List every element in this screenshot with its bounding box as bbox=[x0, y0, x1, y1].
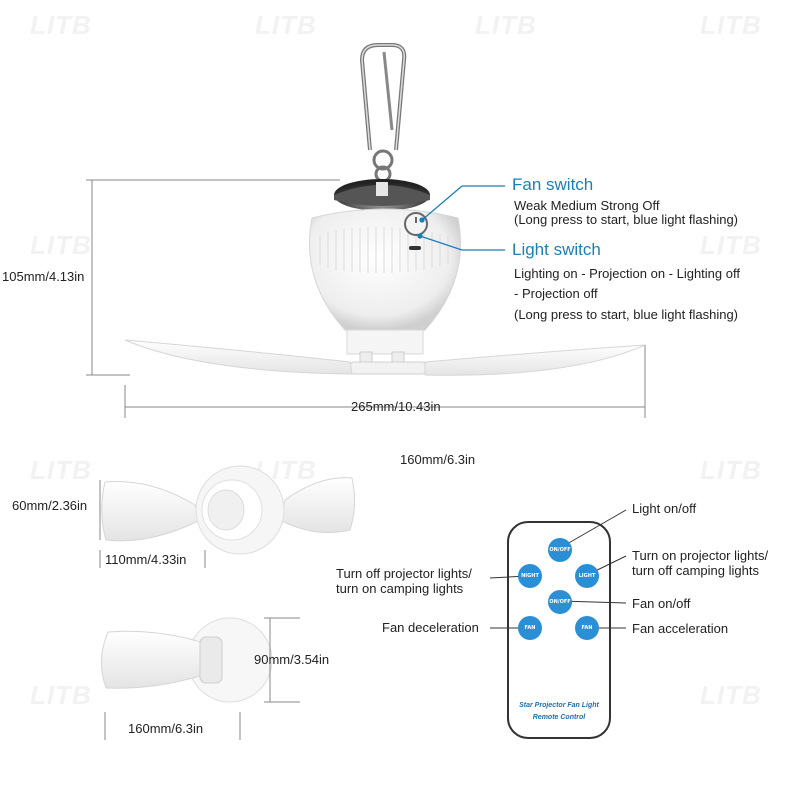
watermark: LITB bbox=[30, 230, 92, 260]
fan-top-view bbox=[101, 465, 356, 555]
fan-switch-title: Fan switch bbox=[512, 175, 594, 194]
callout-lines bbox=[417, 185, 505, 251]
label-projector-on-1: Turn on projector lights/ bbox=[632, 548, 769, 563]
remote-light-button[interactable]: LIGHT bbox=[575, 564, 599, 588]
side-height-label: 90mm/3.54in bbox=[254, 652, 330, 667]
remote-fan-up-button[interactable]: FAN bbox=[575, 616, 599, 640]
watermark: LITB bbox=[30, 10, 92, 40]
side-view-dimension-lines bbox=[104, 617, 300, 740]
blade-height-label: 60mm/2.36in bbox=[12, 498, 88, 513]
light-switch-title: Light switch bbox=[512, 240, 601, 259]
label-fan-onoff: Fan on/off bbox=[632, 596, 691, 611]
fan-side-view bbox=[101, 617, 273, 703]
remote-fan-down-button[interactable]: FAN bbox=[518, 616, 542, 640]
height-dimension-label: 105mm/4.13in bbox=[2, 269, 85, 284]
watermark: LITB bbox=[30, 680, 92, 710]
watermark: LITB bbox=[700, 10, 762, 40]
label-light-onoff: Light on/off bbox=[632, 501, 697, 516]
light-switch-line2: - Projection off bbox=[514, 286, 598, 301]
blade-length-label: 110mm/4.33in bbox=[105, 552, 187, 567]
watermark: LITB bbox=[700, 680, 762, 710]
projector-dome bbox=[334, 179, 430, 211]
remote-light-onoff-button[interactable]: ON/OFF bbox=[548, 538, 572, 562]
remote-brand-line1: Star Projector Fan Light bbox=[519, 702, 599, 709]
dimension-lines bbox=[86, 179, 646, 418]
side-width-label: 160mm/6.3in bbox=[128, 721, 204, 736]
watermark: LITB bbox=[255, 10, 317, 40]
span-dimension-label: 265mm/10.43in bbox=[351, 399, 441, 414]
label-projector-on-2: turn off camping lights bbox=[632, 563, 759, 578]
fan-blades bbox=[124, 339, 646, 376]
watermark: LITB bbox=[700, 455, 762, 485]
watermark: LITB bbox=[475, 10, 537, 40]
light-switch-line3: (Long press to start, blue light flashin… bbox=[514, 307, 739, 322]
carabiner-hook bbox=[359, 43, 407, 183]
watermark: LITB bbox=[700, 230, 762, 260]
label-fan-acceleration: Fan acceleration bbox=[632, 621, 729, 636]
remote-brand-line2: Remote Control bbox=[532, 714, 586, 721]
top-view-width-label: 160mm/6.3in bbox=[400, 452, 476, 467]
label-projector-off-2: turn on camping lights bbox=[336, 581, 464, 596]
label-projector-off-1: Turn off projector lights/ bbox=[336, 566, 472, 581]
remote-fan-onoff-button[interactable]: ON/OFF bbox=[548, 590, 572, 614]
top-view-dimension-lines bbox=[99, 480, 206, 568]
fan-switch-line1: Weak Medium Strong Off bbox=[514, 198, 660, 213]
fan-body bbox=[309, 208, 461, 375]
fan-switch-line2: (Long press to start, blue light flashin… bbox=[514, 212, 739, 227]
light-switch-line1: Lighting on - Projection on - Lighting o… bbox=[514, 266, 740, 281]
label-fan-deceleration: Fan deceleration bbox=[382, 620, 479, 635]
watermark: LITB bbox=[30, 455, 92, 485]
remote-night-button[interactable]: NIGHT bbox=[518, 564, 542, 588]
